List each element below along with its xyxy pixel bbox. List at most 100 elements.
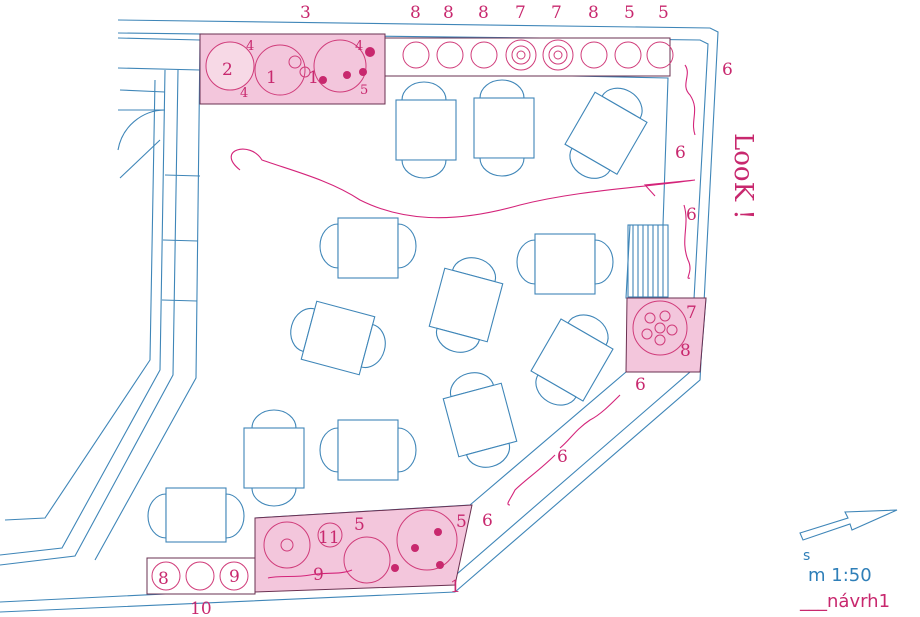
scale-s: s xyxy=(803,548,810,564)
label-1: 1 xyxy=(308,68,319,88)
vine-icon xyxy=(267,569,353,579)
left-facade-inner xyxy=(94,39,201,561)
flower-dot-icon xyxy=(343,71,351,79)
tree-icon xyxy=(205,41,255,91)
scale-label: m 1:50 xyxy=(808,565,872,586)
table-set xyxy=(530,314,614,406)
planters xyxy=(146,33,707,595)
label-8: 8 xyxy=(680,341,691,361)
label-6: 6 xyxy=(722,60,733,80)
label-7: 7 xyxy=(515,3,526,23)
bed-top-strip xyxy=(384,37,671,77)
sketch-lines xyxy=(230,64,696,579)
table-set xyxy=(319,217,417,279)
label-5: 5 xyxy=(658,3,669,23)
bed-right xyxy=(625,297,707,373)
label-10: 10 xyxy=(190,599,212,617)
facade-tick xyxy=(162,239,199,242)
label-6: 6 xyxy=(635,375,646,395)
shrub-icon xyxy=(151,561,181,591)
flower-dot-icon xyxy=(411,544,419,552)
flower-dot-icon xyxy=(391,564,399,572)
table-set xyxy=(473,79,535,177)
label-7: 7 xyxy=(686,303,697,323)
shrub-icon xyxy=(646,41,674,69)
furniture xyxy=(147,79,648,543)
facade-tick xyxy=(161,299,198,302)
label-2: 2 xyxy=(222,60,233,80)
left-wall-step-2 xyxy=(119,89,166,93)
outer-wall xyxy=(0,19,719,613)
door-leaf xyxy=(119,139,161,179)
design-label: ___návrh1 xyxy=(799,591,890,612)
plants-bed-right xyxy=(632,300,688,356)
label-4: 4 xyxy=(246,39,254,54)
table-set xyxy=(564,87,648,179)
vine-icon xyxy=(559,394,621,449)
label-5: 5 xyxy=(360,83,368,98)
plants-bed-top-left xyxy=(205,39,375,96)
table-set xyxy=(147,487,245,543)
shrub-icon xyxy=(317,522,343,548)
label-8: 8 xyxy=(443,3,454,23)
label-6: 6 xyxy=(557,447,568,467)
label-7: 7 xyxy=(551,3,562,23)
stairs xyxy=(627,224,669,298)
label-8: 8 xyxy=(588,3,599,23)
palm-icon xyxy=(263,521,311,569)
shrub-icon xyxy=(436,41,464,69)
shrub-icon xyxy=(402,41,430,69)
plants-bed-bottom-left xyxy=(151,561,249,591)
shrub-icon xyxy=(580,41,608,69)
label-8: 8 xyxy=(158,569,169,589)
label-1: 1 xyxy=(450,577,461,597)
label-5: 5 xyxy=(456,512,467,532)
number-labels: 3 8 8 8 7 7 8 5 5 6 6 6 2 4 4 4 1 1 5 7 … xyxy=(158,3,733,617)
bed-bottom-left xyxy=(146,557,256,595)
plants-bed-bottom xyxy=(263,509,458,584)
shrub-icon xyxy=(219,561,249,591)
flower-dot-icon xyxy=(434,528,442,536)
label-5: 5 xyxy=(624,3,635,23)
table-set xyxy=(290,300,386,376)
label-11: 11 xyxy=(318,528,340,548)
label-3: 3 xyxy=(300,3,311,23)
label-1: 1 xyxy=(266,68,277,88)
label-6: 6 xyxy=(686,205,697,225)
north-arrow-icon xyxy=(799,509,898,541)
label-4: 4 xyxy=(355,39,363,54)
flower-dot-icon xyxy=(319,76,327,84)
tree-icon xyxy=(254,44,306,96)
flower-bush-icon xyxy=(542,39,574,71)
look-annotation: LooK ! xyxy=(728,133,758,220)
flower-dot-icon xyxy=(359,68,367,76)
left-facade-outer xyxy=(0,69,166,556)
door-swing xyxy=(117,109,166,151)
table-set xyxy=(428,257,504,353)
label-8: 8 xyxy=(410,3,421,23)
facade-tick xyxy=(164,174,201,177)
left-wall-top xyxy=(117,37,201,41)
label-6: 6 xyxy=(675,143,686,163)
label-5: 5 xyxy=(354,515,365,535)
label-8: 8 xyxy=(478,3,489,23)
flower-dot-icon xyxy=(365,47,375,57)
shrub-icon xyxy=(614,41,642,69)
table-set xyxy=(395,81,457,179)
tree-icon xyxy=(343,536,391,584)
shrub-icon xyxy=(185,561,215,591)
vine-icon xyxy=(684,64,696,136)
plants-top xyxy=(402,39,674,71)
table-set xyxy=(243,409,305,507)
table-set xyxy=(442,372,518,468)
tree-icon xyxy=(313,39,367,93)
flower-bush-icon xyxy=(632,300,688,356)
left-street-edge xyxy=(4,79,156,521)
label-4: 4 xyxy=(240,86,248,101)
flower-dot-icon xyxy=(436,561,444,569)
label-6: 6 xyxy=(482,511,493,531)
table-set xyxy=(516,233,614,295)
label-9: 9 xyxy=(313,565,324,585)
vine-icon xyxy=(507,454,556,506)
